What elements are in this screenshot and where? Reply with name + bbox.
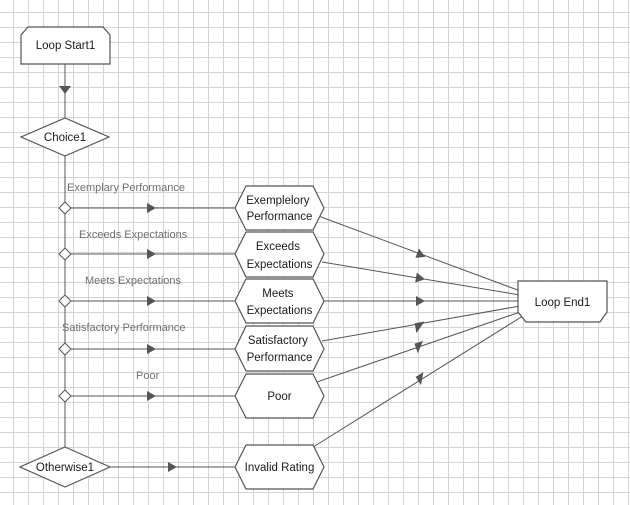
arrow-head bbox=[59, 86, 71, 94]
branch-connector[interactable] bbox=[58, 247, 72, 261]
exemplary-outcome-line1: Exemplelory bbox=[246, 195, 310, 207]
arrow-head bbox=[414, 321, 425, 334]
invalid-rating-node[interactable]: Invalid Rating bbox=[234, 444, 325, 490]
choice-label: Choice1 bbox=[44, 132, 86, 144]
edges bbox=[59, 64, 527, 472]
otherwise-label: Otherwise1 bbox=[36, 462, 94, 474]
arrow-head bbox=[147, 249, 156, 259]
branch-connector[interactable] bbox=[58, 342, 72, 356]
branch-label-exceeds: Exceeds Expectations bbox=[79, 229, 188, 241]
exceeds-outcome-shape bbox=[234, 231, 325, 278]
branch-label-satisfactory: Satisfactory Performance bbox=[62, 322, 186, 334]
satisfactory-outcome-line2: Performance bbox=[247, 352, 313, 364]
choice-node[interactable]: Choice1 bbox=[19, 117, 111, 157]
branch-connector[interactable] bbox=[58, 294, 72, 308]
meets-outcome-node[interactable]: Meets Expectations bbox=[234, 278, 325, 324]
arrow-head bbox=[147, 203, 156, 213]
branch-connectors bbox=[58, 201, 72, 403]
satisfactory-outcome-shape bbox=[234, 325, 325, 372]
meets-outcome-line2: Expectations bbox=[247, 305, 313, 317]
meets-outcome-label: Meets Expectations bbox=[247, 288, 313, 317]
loop-end-node[interactable]: Loop End1 bbox=[517, 280, 608, 323]
arrow-head bbox=[414, 340, 423, 354]
meets-outcome-line1: Meets bbox=[262, 288, 294, 300]
exemplary-outcome-shape bbox=[234, 185, 325, 231]
branch-connector[interactable] bbox=[58, 389, 72, 403]
exceeds-outcome-node[interactable]: Exceeds Expectations bbox=[234, 231, 325, 278]
exemplary-outcome-node[interactable]: Exemplelory Performance bbox=[234, 185, 325, 231]
branch-connector[interactable] bbox=[58, 201, 72, 215]
arrow-head bbox=[415, 248, 426, 258]
otherwise-node[interactable]: Otherwise1 bbox=[18, 446, 112, 488]
arrow-head bbox=[168, 462, 177, 472]
arrow-head bbox=[415, 272, 426, 283]
branch-label-exemplary: Exemplary Performance bbox=[67, 182, 185, 194]
exceeds-outcome-line2: Expectations bbox=[247, 259, 313, 271]
invalid-rating-shape bbox=[234, 444, 325, 490]
poor-outcome-node[interactable]: Poor bbox=[234, 373, 325, 419]
arrow-head bbox=[147, 391, 156, 401]
exemplary-outcome-line2: Performance bbox=[247, 211, 313, 223]
loop-start-shape bbox=[20, 26, 111, 65]
branch-label-meets: Meets Expectations bbox=[85, 275, 181, 287]
meets-outcome-shape bbox=[234, 278, 325, 324]
invalid-rating-label: Invalid Rating bbox=[245, 462, 315, 474]
arrow-head bbox=[415, 372, 424, 386]
arrow-head bbox=[147, 296, 156, 306]
satisfactory-outcome-line1: Satisfactory bbox=[248, 335, 308, 347]
poor-outcome-label: Poor bbox=[267, 391, 291, 403]
branch-labels: Exemplary Performance Exceeds Expectatio… bbox=[62, 182, 188, 382]
otherwise-shape bbox=[18, 446, 112, 488]
exceeds-outcome-label: Exceeds Expectations bbox=[247, 241, 313, 271]
arrow-head bbox=[147, 344, 156, 354]
poor-outcome-shape bbox=[234, 373, 325, 419]
loop-start-label: Loop Start1 bbox=[36, 40, 95, 52]
satisfactory-outcome-node[interactable]: Satisfactory Performance bbox=[234, 325, 325, 372]
loop-end-shape bbox=[517, 280, 608, 323]
arrow-head bbox=[416, 296, 425, 306]
branch-label-poor: Poor bbox=[136, 370, 160, 382]
exceeds-outcome-line1: Exceeds bbox=[256, 241, 300, 253]
satisfactory-outcome-label: Satisfactory Performance bbox=[247, 335, 313, 364]
loop-end-label: Loop End1 bbox=[535, 297, 591, 309]
exemplary-outcome-label: Exemplelory Performance bbox=[246, 195, 312, 223]
choice-shape bbox=[19, 117, 111, 157]
loop-start-node[interactable]: Loop Start1 bbox=[20, 26, 111, 65]
edge-invalid-loopend bbox=[309, 313, 527, 450]
